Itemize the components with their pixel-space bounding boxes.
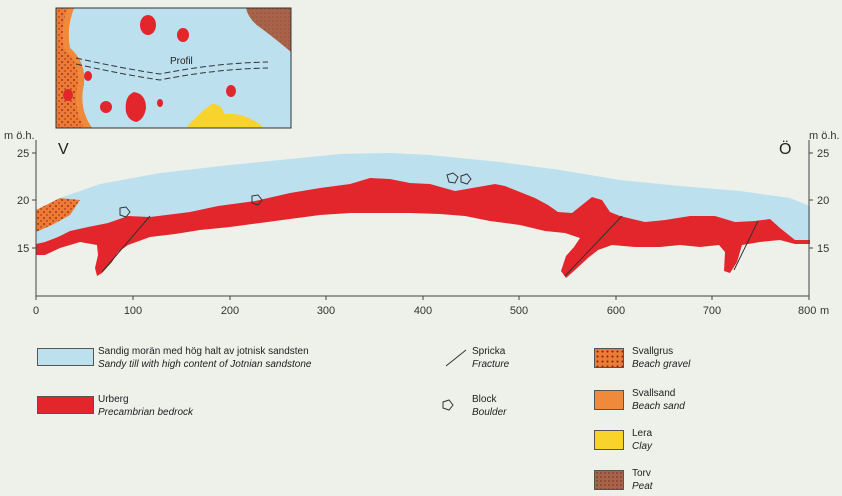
y-unit-left: m ö.h. [4, 130, 35, 142]
fracture-lines [101, 215, 759, 277]
legend-sv: Spricka [472, 346, 506, 357]
boulder [446, 172, 459, 184]
x-tick: 500 [510, 305, 528, 317]
east-label: Ö [779, 140, 791, 158]
x-tick: 0 [33, 305, 39, 317]
legend-swatch-till [37, 348, 94, 366]
x-tick: 400 [414, 305, 432, 317]
legend-en: Boulder [472, 407, 507, 418]
profile-section [36, 153, 810, 278]
y-tick-left: 20 [17, 195, 29, 207]
y-tick-left: 25 [17, 148, 29, 160]
legend-item-fracture: Spricka Fracture [472, 345, 509, 371]
y-tick-left: 15 [17, 243, 29, 255]
legend-item-peat: Torv Peat [632, 467, 653, 493]
legend-swatch-sand [594, 390, 624, 410]
y-tick-right: 15 [817, 243, 829, 255]
legend-en: Beach sand [632, 401, 685, 412]
legend-en: Precambrian bedrock [98, 407, 194, 418]
till-layer [36, 153, 810, 244]
legend-item-gravel: Svallgrus Beach gravel [632, 345, 690, 371]
axis-labels: m ö.h. m ö.h. 25 20 15 25 20 15 0 100 20… [4, 130, 840, 317]
legend-item-clay: Lera Clay [632, 427, 652, 453]
legend-sv: Torv [632, 468, 651, 479]
legend-fracture-symbol [445, 349, 467, 367]
bedrock-layer [36, 178, 810, 278]
x-unit: m [820, 305, 829, 317]
legend-en: Beach gravel [632, 359, 691, 370]
y-tick-right: 20 [817, 195, 829, 207]
x-tick: 700 [703, 305, 721, 317]
inset-map-peat [246, 8, 291, 52]
x-tick: 300 [317, 305, 335, 317]
boulders [119, 172, 472, 218]
y-tick-right: 25 [817, 148, 829, 160]
legend-swatch-gravel [594, 348, 624, 368]
inset-map-profile-label: Profil [170, 56, 193, 67]
legend-sv: Urberg [98, 394, 129, 405]
beach-gravel-patch [36, 198, 80, 232]
legend-en: Fracture [472, 359, 510, 370]
fracture [564, 215, 623, 277]
west-label: V [58, 141, 69, 158]
legend-en: Peat [632, 481, 653, 492]
x-tick: 600 [607, 305, 625, 317]
x-tick: 200 [221, 305, 239, 317]
legend-swatch-peat [594, 470, 624, 490]
inset-map-profile-line [75, 57, 269, 75]
inset-map-clay [186, 104, 262, 128]
fracture [733, 220, 759, 271]
fracture [101, 215, 151, 273]
legend-boulder-symbol [442, 399, 454, 411]
x-tick: 100 [124, 305, 142, 317]
legend-sv: Block [472, 394, 497, 405]
legend-sv: Sandig morän med hög halt av jotnisk san… [98, 346, 309, 357]
legend-item-boulder: Block Boulder [472, 393, 506, 419]
inset-map-sand [62, 8, 92, 128]
legend-item-bedrock: Urberg Precambrian bedrock [98, 393, 193, 419]
boulder [119, 206, 131, 218]
x-tick: 800 [798, 305, 816, 317]
legend-sv: Svallsand [632, 388, 676, 399]
boulder [251, 194, 263, 206]
legend-swatch-clay [594, 430, 624, 450]
axes [32, 140, 813, 300]
legend-item-sand: Svallsand Beach sand [632, 387, 685, 413]
legend-en: Clay [632, 441, 653, 452]
boulder [460, 173, 472, 185]
legend-sv: Lera [632, 428, 653, 439]
inset-map-frame [55, 7, 292, 129]
legend-item-till: Sandig morän med hög halt av jotnisk san… [98, 345, 311, 371]
y-unit-right: m ö.h. [809, 130, 840, 142]
legend-swatch-bedrock [37, 396, 94, 414]
legend-sv: Svallgrus [632, 346, 674, 357]
inset-map: Profil [55, 7, 292, 129]
inset-map-bedrock [63, 15, 236, 122]
legend-en: Sandy till with high content of Jotnian … [98, 359, 312, 370]
